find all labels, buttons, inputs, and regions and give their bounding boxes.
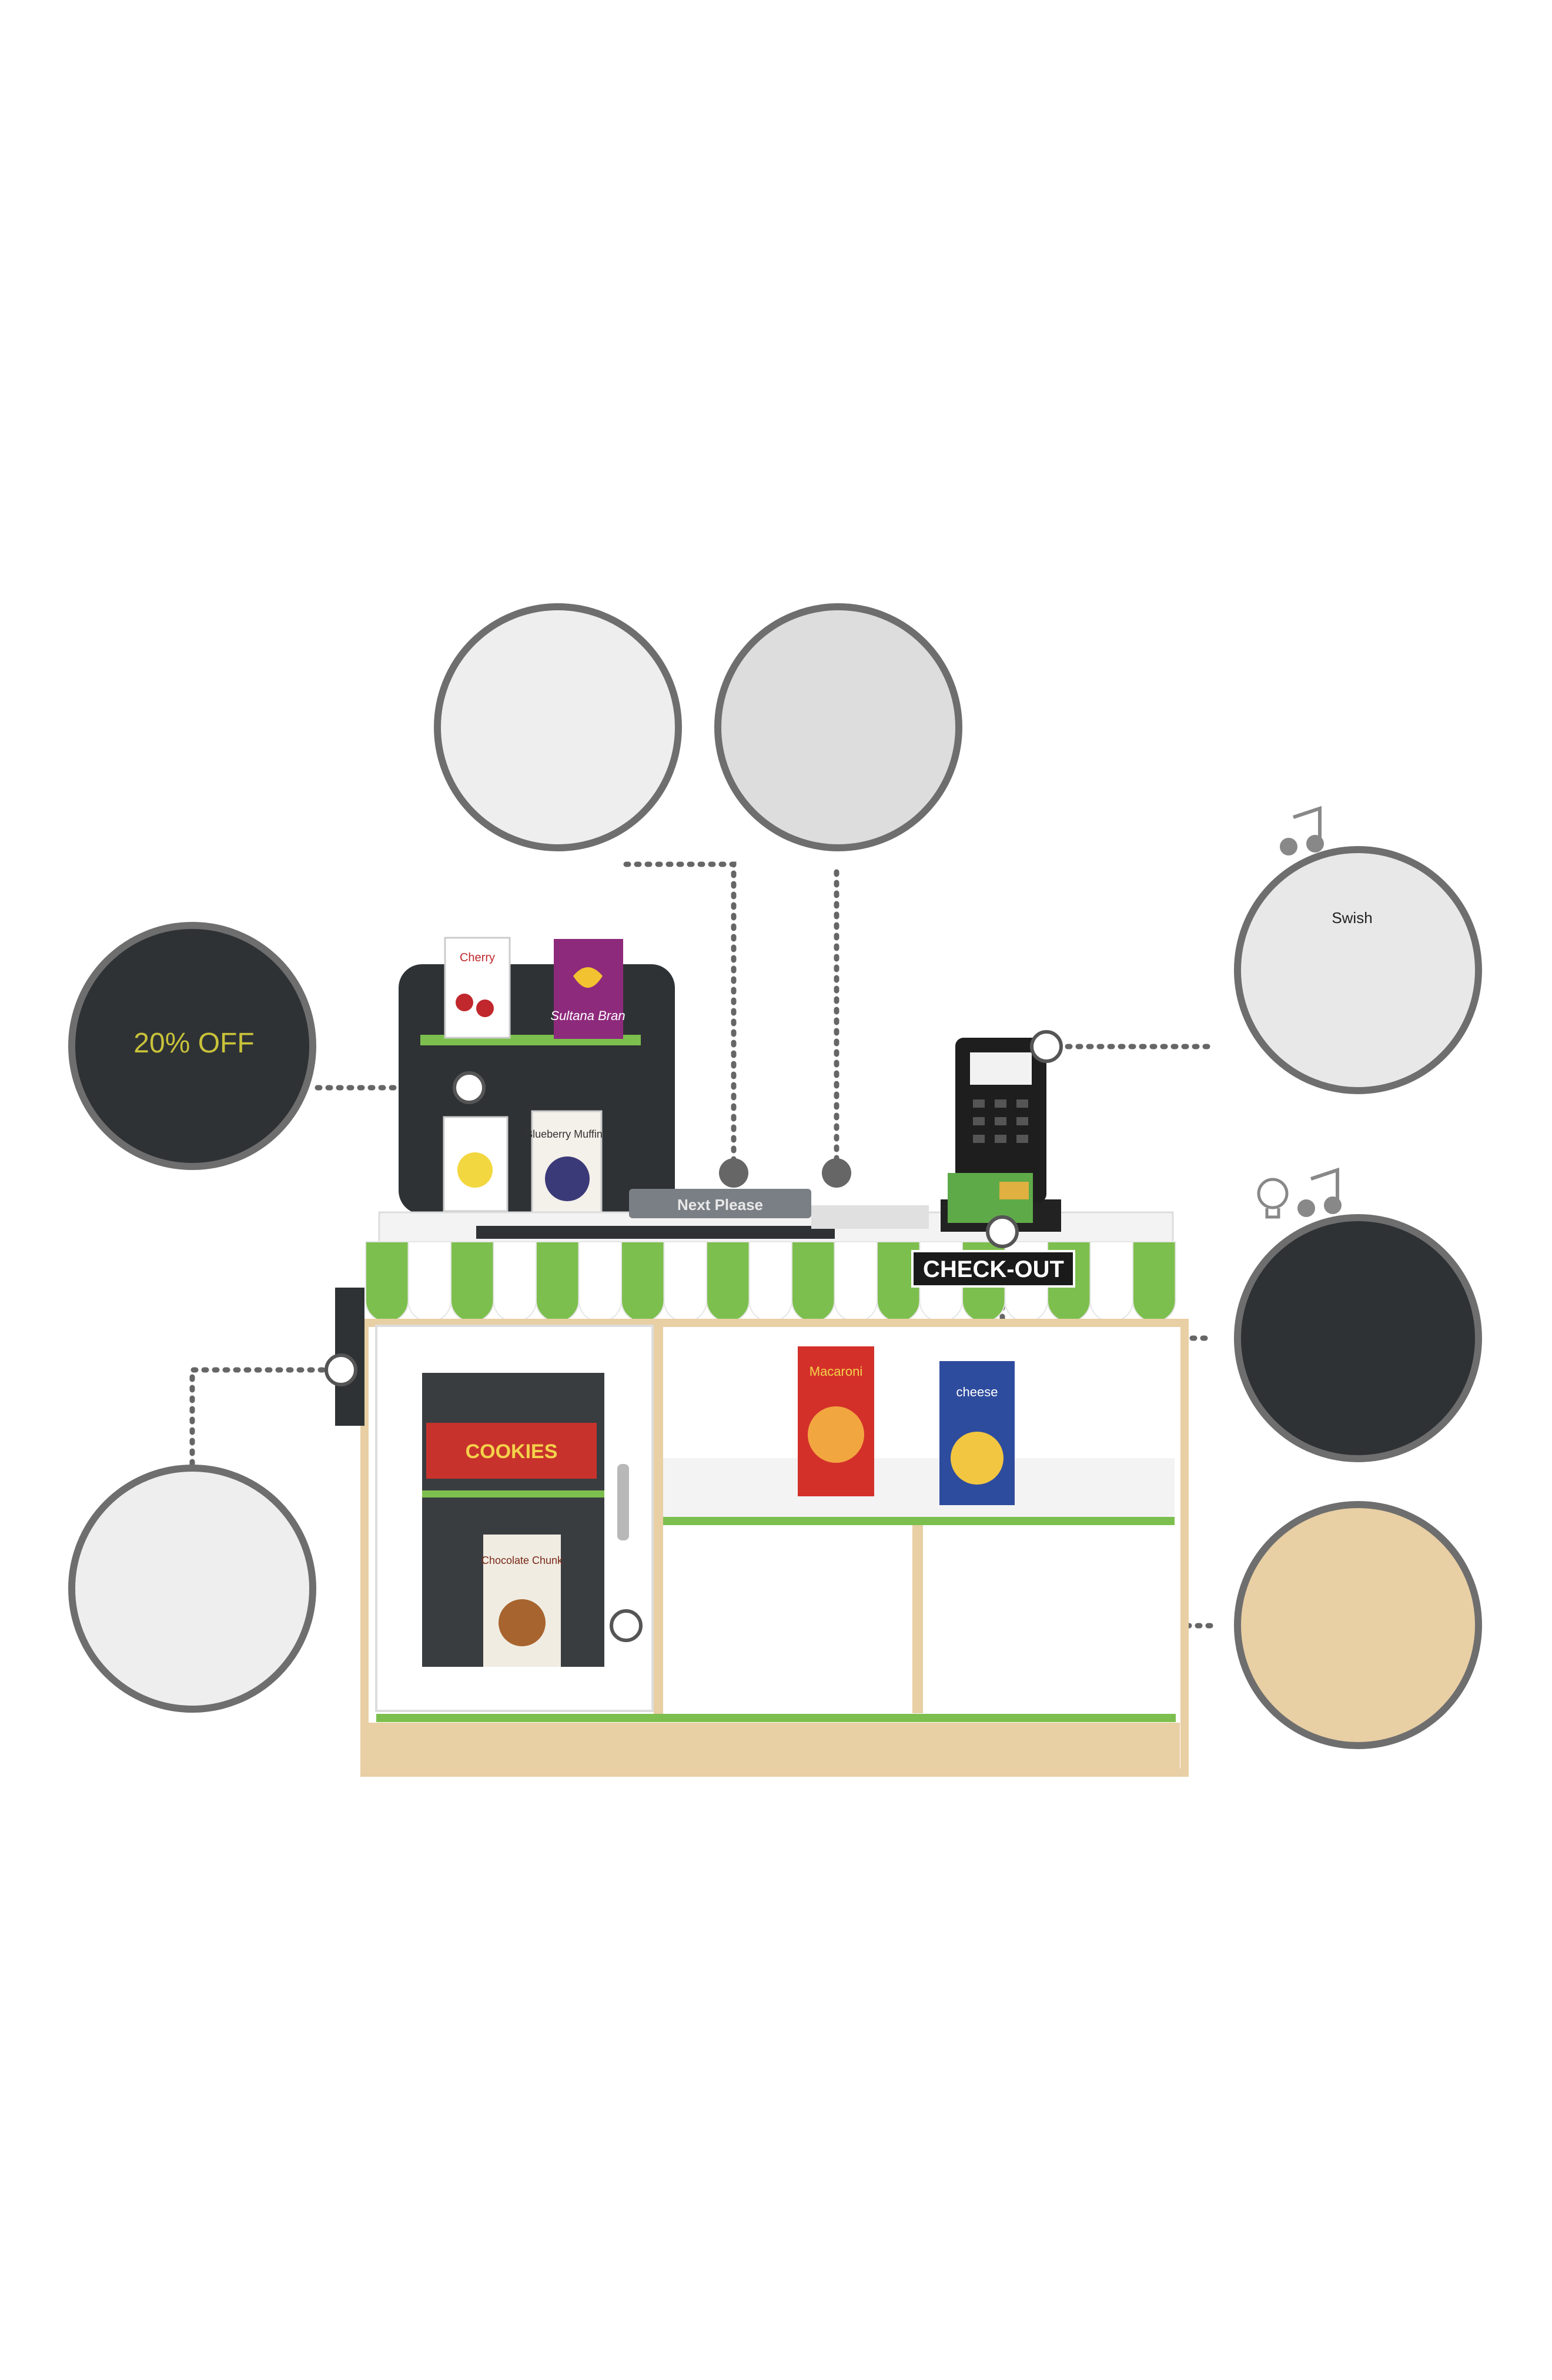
base-plinth xyxy=(369,1723,1180,1773)
callout-dot-scanner-button xyxy=(822,1158,851,1188)
circle-card-reader-detail xyxy=(1234,846,1482,1094)
product-box-macaroni: Macaroni xyxy=(798,1346,874,1496)
middle-shelf xyxy=(663,1458,1175,1523)
product-box-sultana-bran: Sultana Bran xyxy=(550,939,626,1039)
awning-stripe xyxy=(1089,1241,1133,1323)
cabinet-partition xyxy=(654,1326,663,1714)
awning-stripe xyxy=(621,1241,665,1323)
circle-bag-holder-detail xyxy=(68,1465,316,1713)
awning-stripe xyxy=(706,1241,750,1323)
cabinet-door: COOKIES Chocolate Chunk xyxy=(375,1325,654,1712)
callout-dot-scanner xyxy=(986,1215,1019,1248)
checkout-label: CHECK-OUT xyxy=(923,1256,1064,1282)
callout-line-divider xyxy=(623,861,737,1176)
callout-dot-card-reader xyxy=(1030,1030,1063,1063)
awning-stripe xyxy=(834,1241,878,1323)
chocolate-label: Chocolate Chunk xyxy=(481,1555,563,1566)
awning-stripe xyxy=(1132,1241,1176,1323)
card-reader xyxy=(941,1038,1061,1232)
scanner-slot xyxy=(476,1226,835,1239)
next-please-divider: Next Please xyxy=(629,1189,811,1218)
base-green-trim xyxy=(376,1714,1176,1722)
cheese-label: cheese xyxy=(956,1385,998,1399)
music-note-icon xyxy=(1280,805,1324,855)
circle-chalkboard-detail xyxy=(68,922,316,1170)
next-please-label: Next Please xyxy=(677,1196,763,1214)
callout-dot-chalkboard xyxy=(453,1071,486,1104)
card-reader-screen-text: Swish xyxy=(1332,909,1372,927)
shelf-divider xyxy=(912,1525,923,1713)
blueberry-label: Blueberry Muffins xyxy=(526,1128,608,1140)
product-box-cherry: Cherry xyxy=(444,937,511,1039)
cherry-label: Cherry xyxy=(460,951,495,964)
product-box-cheese: cheese xyxy=(939,1361,1015,1505)
macaroni-label: Macaroni xyxy=(810,1364,862,1379)
circle-scanner-button-detail xyxy=(714,603,962,851)
sultana-label: Sultana Bran xyxy=(550,1008,625,1023)
callout-dot-divider xyxy=(719,1158,748,1188)
callout-line-bag-holder xyxy=(189,1367,344,1467)
light-bulb-icon xyxy=(1257,1178,1289,1219)
product-box-blueberry-muffins: Blueberry Muffins xyxy=(526,1110,608,1215)
awning-stripe xyxy=(791,1241,835,1323)
receipt-paper xyxy=(811,1205,929,1229)
awning-stripe xyxy=(578,1241,622,1323)
circle-divider-detail xyxy=(434,603,682,851)
checkout-sign: CHECK-OUT xyxy=(911,1250,1075,1288)
middle-shelf-trim xyxy=(663,1517,1175,1525)
awning-stripe xyxy=(365,1241,409,1323)
music-note-icon xyxy=(1297,1167,1342,1217)
circle-scanner-detail xyxy=(1234,1214,1482,1462)
awning-stripe xyxy=(493,1241,537,1323)
product-box-lemon xyxy=(443,1116,509,1212)
awning-stripe xyxy=(450,1241,494,1323)
awning-stripe xyxy=(407,1241,451,1323)
awning-stripe xyxy=(663,1241,707,1323)
chalkboard-text: 20% OFF xyxy=(133,1028,254,1059)
callout-dot-bag-holder xyxy=(325,1353,357,1386)
awning-stripe xyxy=(536,1241,580,1323)
circle-cabinet-detail xyxy=(1234,1501,1482,1749)
cookies-label: COOKIES xyxy=(466,1440,558,1463)
awning-stripe xyxy=(748,1241,792,1323)
callout-dot-cabinet xyxy=(610,1609,643,1642)
